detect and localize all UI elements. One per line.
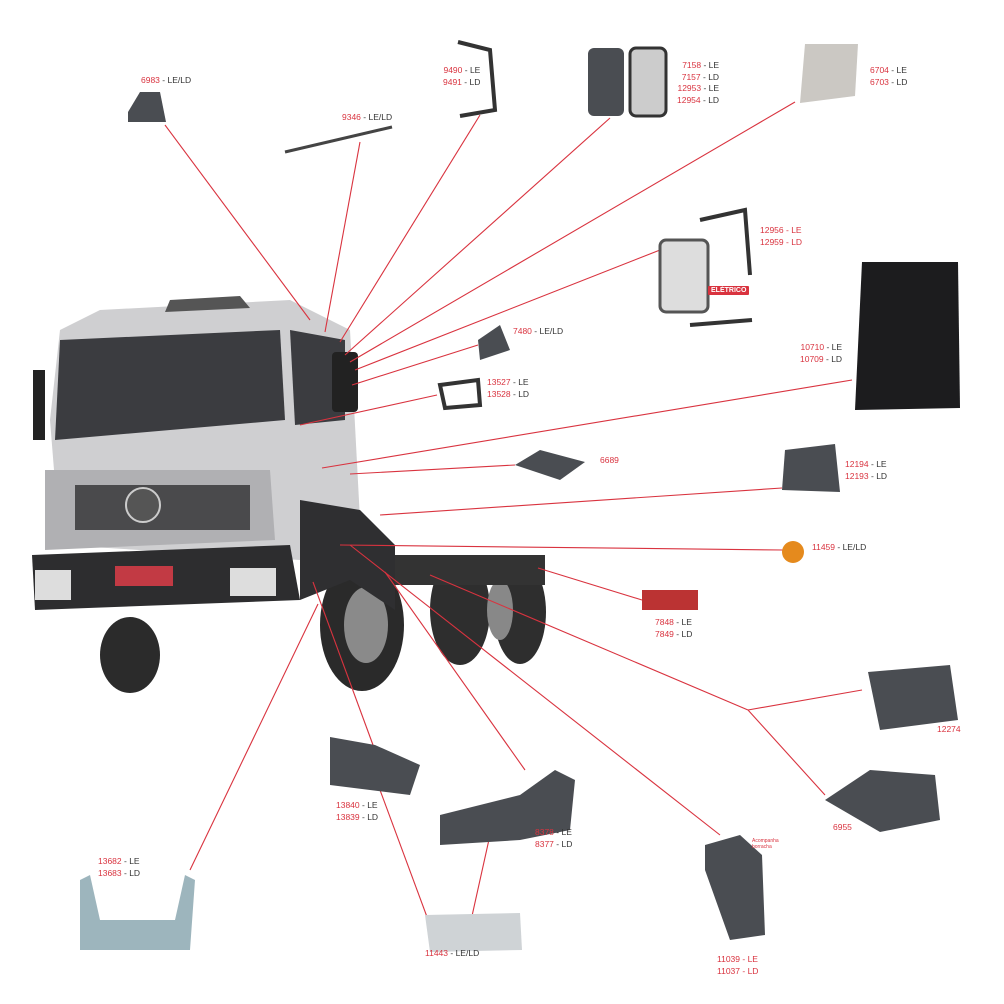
truck: [32, 296, 546, 693]
label-11443: 11443 - LE/LD: [425, 948, 480, 958]
label-7480: 7480 - LE/LD: [513, 326, 564, 336]
label-6983: 6983 - LE/LD: [141, 75, 192, 85]
label-9346: 9346 - LE/LD: [342, 112, 393, 122]
mudguard-note: Acompanha borracha: [752, 838, 779, 850]
label-6955: 6955: [833, 822, 852, 832]
parts: [80, 40, 960, 952]
electric-badge: ELÉTRICO: [708, 286, 750, 295]
label-12274: 12274: [937, 724, 961, 734]
leader-lines: [164, 101, 863, 926]
label-6689: 6689: [600, 455, 619, 465]
label-11459: 11459 - LE/LD: [812, 542, 867, 552]
